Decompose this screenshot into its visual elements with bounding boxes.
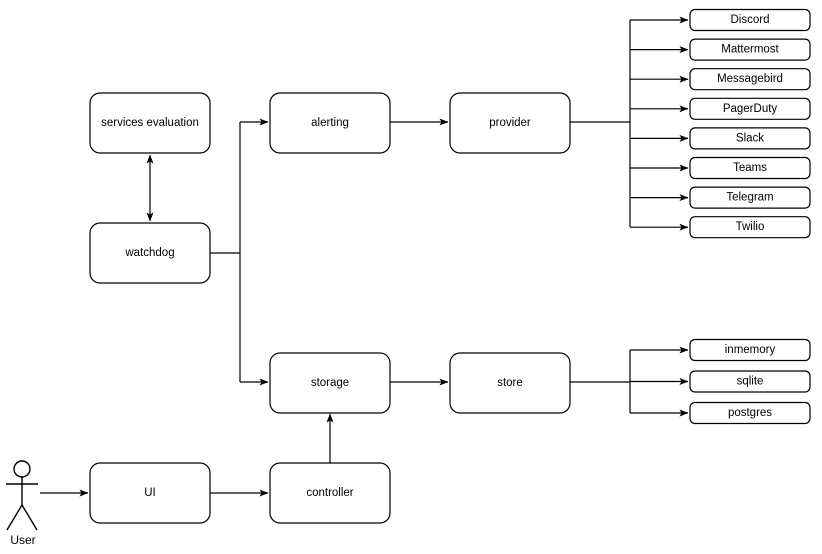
store-branch-group [630, 346, 689, 417]
node-mattermost[interactable]: Mattermost [689, 38, 811, 61]
node-postgres[interactable]: postgres [689, 401, 811, 425]
node-sqlite-label: sqlite [737, 376, 764, 388]
actor-user-label: User [10, 533, 35, 547]
node-pagerduty-label: PagerDuty [723, 103, 778, 115]
node-messagebird-label: Messagebird [717, 73, 783, 85]
node-inmemory-label: inmemory [725, 344, 776, 356]
node-storage-label: storage [311, 377, 349, 389]
node-ui-shape [89, 462, 211, 524]
node-alerting-shape [269, 92, 391, 154]
node-watchdog-shape [89, 222, 211, 284]
node-ui-label: UI [144, 487, 156, 499]
actor-user[interactable]: User [6, 460, 38, 547]
node-alerting[interactable]: alerting [269, 92, 391, 154]
node-slack[interactable]: Slack [689, 127, 811, 150]
node-provider[interactable]: provider [449, 92, 571, 154]
node-postgres-label: postgres [728, 407, 772, 419]
node-services-evaluation[interactable]: services evaluation [89, 92, 211, 154]
node-teams[interactable]: Teams [689, 156, 811, 180]
node-slack-shape [689, 127, 811, 150]
node-twilio[interactable]: Twilio [689, 216, 811, 239]
node-watchdog-label: watchdog [124, 247, 174, 259]
node-telegram[interactable]: Telegram [689, 186, 811, 209]
node-teams-shape [689, 156, 811, 180]
stick-figure-actor-icon [6, 460, 38, 531]
node-discord-shape [689, 8, 811, 32]
node-controller[interactable]: controller [269, 462, 391, 524]
node-messagebird-shape [689, 68, 811, 91]
node-inmemory[interactable]: inmemory [689, 338, 811, 362]
node-store-shape [449, 352, 571, 414]
node-services-evaluation-shape [89, 92, 211, 154]
provider-branch-group [630, 16, 689, 231]
provider-leaf-group: DiscordMattermostMessagebirdPagerDutySla… [689, 8, 811, 239]
node-store[interactable]: store [449, 352, 571, 414]
node-discord-label: Discord [731, 14, 770, 26]
node-slack-label: Slack [736, 132, 764, 144]
node-pagerduty[interactable]: PagerDuty [689, 97, 811, 120]
node-twilio-label: Twilio [736, 221, 765, 233]
node-storage-shape [269, 352, 391, 414]
node-postgres-shape [689, 401, 811, 425]
node-inmemory-shape [689, 338, 811, 362]
node-sqlite[interactable]: sqlite [689, 370, 811, 393]
node-controller-label: controller [306, 487, 353, 499]
node-controller-shape [269, 462, 391, 524]
node-messagebird[interactable]: Messagebird [689, 68, 811, 91]
node-provider-shape [449, 92, 571, 154]
node-twilio-shape [689, 216, 811, 239]
node-services-evaluation-label: services evaluation [101, 117, 199, 129]
node-mattermost-label: Mattermost [721, 44, 779, 56]
store-leaf-group: inmemory sqlite postgres [689, 338, 811, 425]
node-mattermost-shape [689, 38, 811, 61]
node-store-label: store [497, 377, 523, 389]
node-sqlite-shape [689, 370, 811, 393]
node-teams-label: Teams [733, 162, 767, 174]
node-watchdog[interactable]: watchdog [89, 222, 211, 284]
node-pagerduty-shape [689, 97, 811, 120]
node-alerting-label: alerting [311, 117, 349, 129]
node-discord[interactable]: Discord [689, 8, 811, 32]
node-ui[interactable]: UI [89, 462, 211, 524]
node-telegram-shape [689, 186, 811, 209]
node-storage[interactable]: storage [269, 352, 391, 414]
node-provider-label: provider [489, 117, 531, 129]
node-telegram-label: Telegram [726, 192, 773, 204]
